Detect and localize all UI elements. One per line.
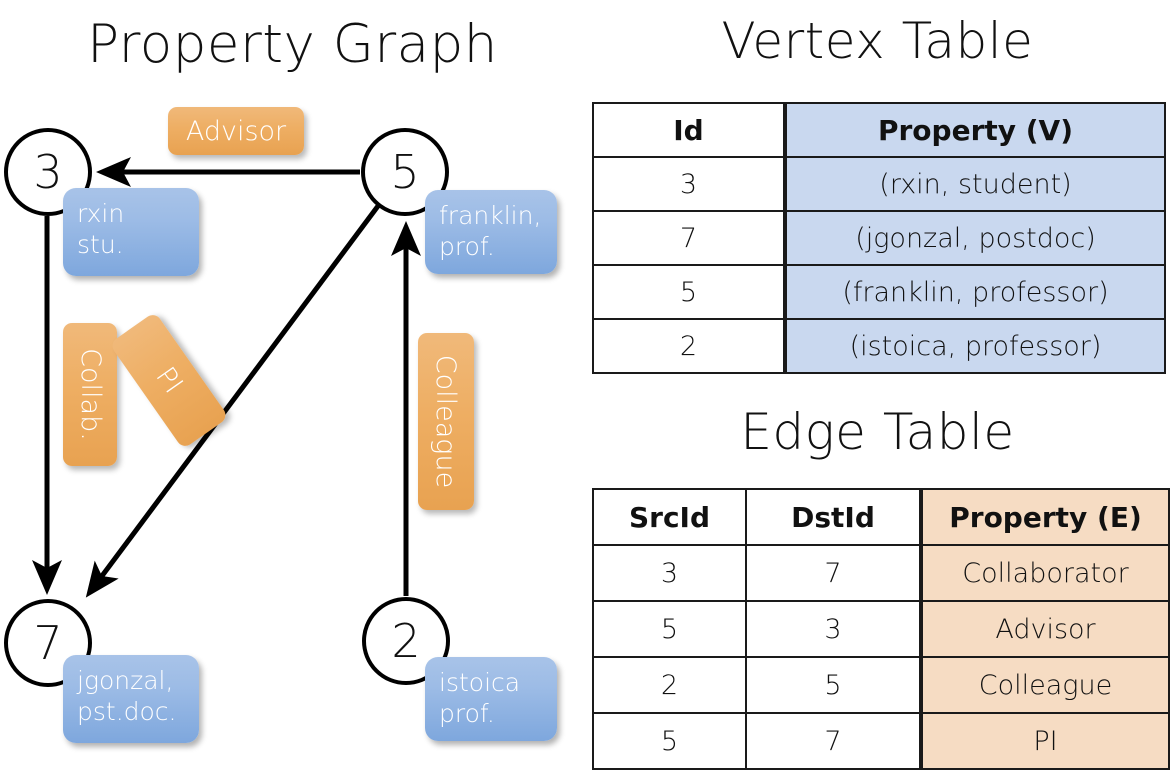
- edge-table-header-property: Property (E): [919, 488, 1170, 546]
- property-graph-diagram: 3 5 7 2 rxin stu. franklin, prof. jgonza…: [0, 0, 585, 760]
- edge-cell-property: PI: [919, 712, 1170, 770]
- vertex-table-header-row: Id Property (V): [592, 102, 1166, 158]
- edge-cell-dst: 5: [745, 656, 922, 714]
- table-row: 7 (jgonzal, postdoc): [592, 210, 1166, 266]
- table-row: 3 7 Collaborator: [592, 544, 1170, 602]
- edge-table: SrcId DstId Property (E) 3 7 Collaborato…: [592, 488, 1170, 770]
- edge-cell-dst: 7: [745, 544, 922, 602]
- edge-table-header-srcid: SrcId: [592, 488, 747, 546]
- edge-table-header-dstid: DstId: [745, 488, 922, 546]
- table-row: 5 3 Advisor: [592, 600, 1170, 658]
- page-title-property-graph: Property Graph: [87, 14, 498, 75]
- page-title-edge-table: Edge Table: [740, 403, 1015, 461]
- table-row: 2 5 Colleague: [592, 656, 1170, 714]
- vertex-cell-property: (rxin, student): [783, 156, 1166, 212]
- edge-arrow-pi: [85, 204, 381, 598]
- edge-cell-src: 2: [592, 656, 747, 714]
- edge-cell-src: 5: [592, 712, 747, 770]
- edge-label-collab-text: Collab.: [74, 348, 106, 441]
- node-property-box-3: rxin stu.: [63, 188, 199, 276]
- vertex-cell-id: 5: [592, 264, 786, 320]
- graph-node-5[interactable]: 5: [361, 128, 449, 216]
- node-property-box-2: istoica prof.: [425, 657, 557, 741]
- edge-label-colleague: Colleague: [418, 333, 474, 510]
- vertex-cell-id: 7: [592, 210, 786, 266]
- vertex-table-header-id: Id: [592, 102, 786, 158]
- vertex-cell-property: (jgonzal, postdoc): [783, 210, 1166, 266]
- table-row: 2 (istoica, professor): [592, 318, 1166, 374]
- edge-label-collab: Collab.: [63, 323, 117, 466]
- page-title-vertex-table: Vertex Table: [721, 12, 1034, 70]
- edge-cell-src: 3: [592, 544, 747, 602]
- edge-label-pi-text: PI: [149, 361, 189, 400]
- edge-cell-property: Colleague: [919, 656, 1170, 714]
- node-property-box-5: franklin, prof.: [425, 190, 557, 274]
- node-property-box-7: jgonzal, pst.doc.: [63, 655, 199, 743]
- vertex-table-header-property: Property (V): [783, 102, 1166, 158]
- edge-cell-property: Advisor: [919, 600, 1170, 658]
- edge-label-advisor: Advisor: [168, 107, 304, 155]
- vertex-cell-id: 2: [592, 318, 786, 374]
- graph-edge-arrows: [32, 157, 421, 598]
- table-row: 5 (franklin, professor): [592, 264, 1166, 320]
- graph-node-2[interactable]: 2: [362, 597, 450, 685]
- edge-cell-dst: 7: [745, 712, 922, 770]
- edge-label-colleague-text: Colleague: [430, 354, 462, 489]
- vertex-table: Id Property (V) 3 (rxin, student) 7 (jgo…: [592, 102, 1166, 374]
- table-row: 3 (rxin, student): [592, 156, 1166, 212]
- table-row: 5 7 PI: [592, 712, 1170, 770]
- vertex-cell-property: (istoica, professor): [783, 318, 1166, 374]
- edge-cell-dst: 3: [745, 600, 922, 658]
- edge-cell-property: Collaborator: [919, 544, 1170, 602]
- vertex-cell-property: (franklin, professor): [783, 264, 1166, 320]
- edge-table-header-row: SrcId DstId Property (E): [592, 488, 1170, 546]
- vertex-cell-id: 3: [592, 156, 786, 212]
- edge-cell-src: 5: [592, 600, 747, 658]
